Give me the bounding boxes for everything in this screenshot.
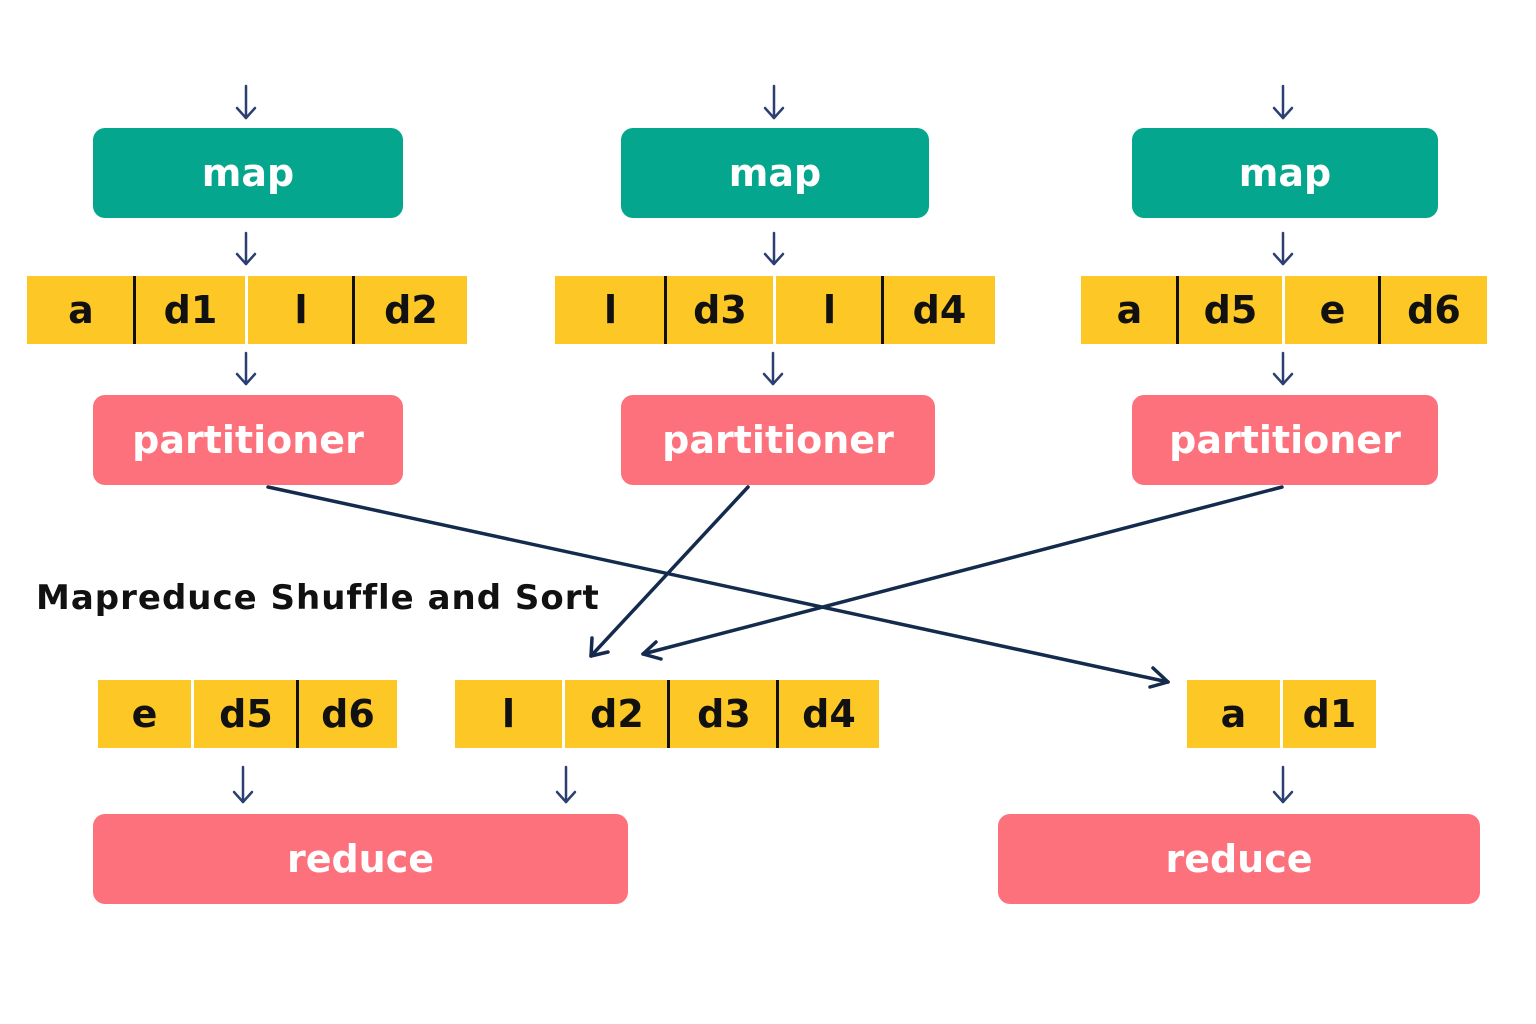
arrow-down-icon [763,231,785,266]
record-cell: a [1081,276,1178,344]
record-cell: l [555,276,666,344]
record-cell: d1 [1280,680,1376,748]
reduce-box-1: reduce [93,814,628,904]
record-cell: l [245,276,354,344]
arrow-down-icon [235,231,257,266]
arrow-down-icon [232,765,254,804]
arrow-down-icon [555,765,577,804]
record-cell: d4 [881,276,995,344]
map-box-1: map [93,128,403,218]
arrow-down-icon [1272,765,1294,804]
record-cell: d2 [352,276,467,344]
arrow-down-icon [1272,351,1294,386]
arrow-down-icon [235,351,257,386]
map-box-2: map [621,128,929,218]
arrow-down-icon [763,84,785,120]
shuffle-arrow-icon [589,485,750,658]
partitioner-box-2: partitioner [621,395,935,485]
shuffle-arrow-icon [641,485,1284,661]
partitioner-label: partitioner [662,418,894,462]
record-cell: d6 [296,680,397,748]
record-cell: d5 [1176,276,1282,344]
arrow-down-icon [1272,84,1294,120]
record-cell: e [1282,276,1380,344]
map-box-3: map [1132,128,1438,218]
record-cell: a [27,276,135,344]
map-label: map [728,151,822,195]
reduce-label: reduce [286,837,435,881]
partitioner-label: partitioner [1169,418,1401,462]
record-cell: d3 [667,680,778,748]
record-cell: l [773,276,883,344]
reduce-label: reduce [1165,837,1313,881]
partitioner-box-1: partitioner [93,395,403,485]
record-cell: d3 [664,276,773,344]
record-cell: d5 [191,680,298,748]
shuffle-arrow-icon [266,485,1170,689]
partitioner-label: partitioner [132,418,364,462]
partitioner-box-3: partitioner [1132,395,1438,485]
diagram-title: Mapreduce Shuffle and Sort [36,578,600,618]
map-label: map [1238,151,1332,195]
map-label: map [201,151,295,195]
record-cell: d2 [562,680,669,748]
record-cell: e [98,680,191,748]
arrow-down-icon [1272,231,1294,266]
reduce-box-2: reduce [998,814,1480,904]
record-cell: d6 [1378,276,1487,344]
record-cell: l [455,680,562,748]
record-cell: d4 [776,680,879,748]
record-cell: d1 [133,276,245,344]
record-cell: a [1187,680,1280,748]
arrow-down-icon [762,351,784,386]
arrow-down-icon [235,84,257,120]
